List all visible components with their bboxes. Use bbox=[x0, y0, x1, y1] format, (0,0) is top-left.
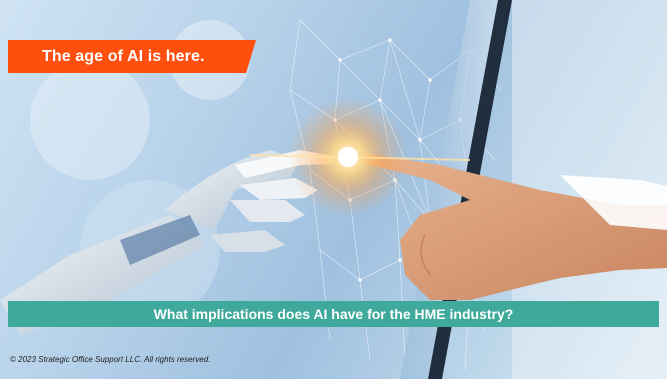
slide-subtitle: What implications does AI have for the H… bbox=[153, 306, 514, 322]
subtitle-band: What implications does AI have for the H… bbox=[8, 301, 659, 327]
copyright-notice: © 2023 Strategic Office Support LLC. All… bbox=[10, 355, 211, 364]
human-hand bbox=[352, 152, 667, 300]
slide-title: The age of AI is here. bbox=[42, 47, 205, 65]
title-banner: The age of AI is here. bbox=[8, 40, 256, 73]
